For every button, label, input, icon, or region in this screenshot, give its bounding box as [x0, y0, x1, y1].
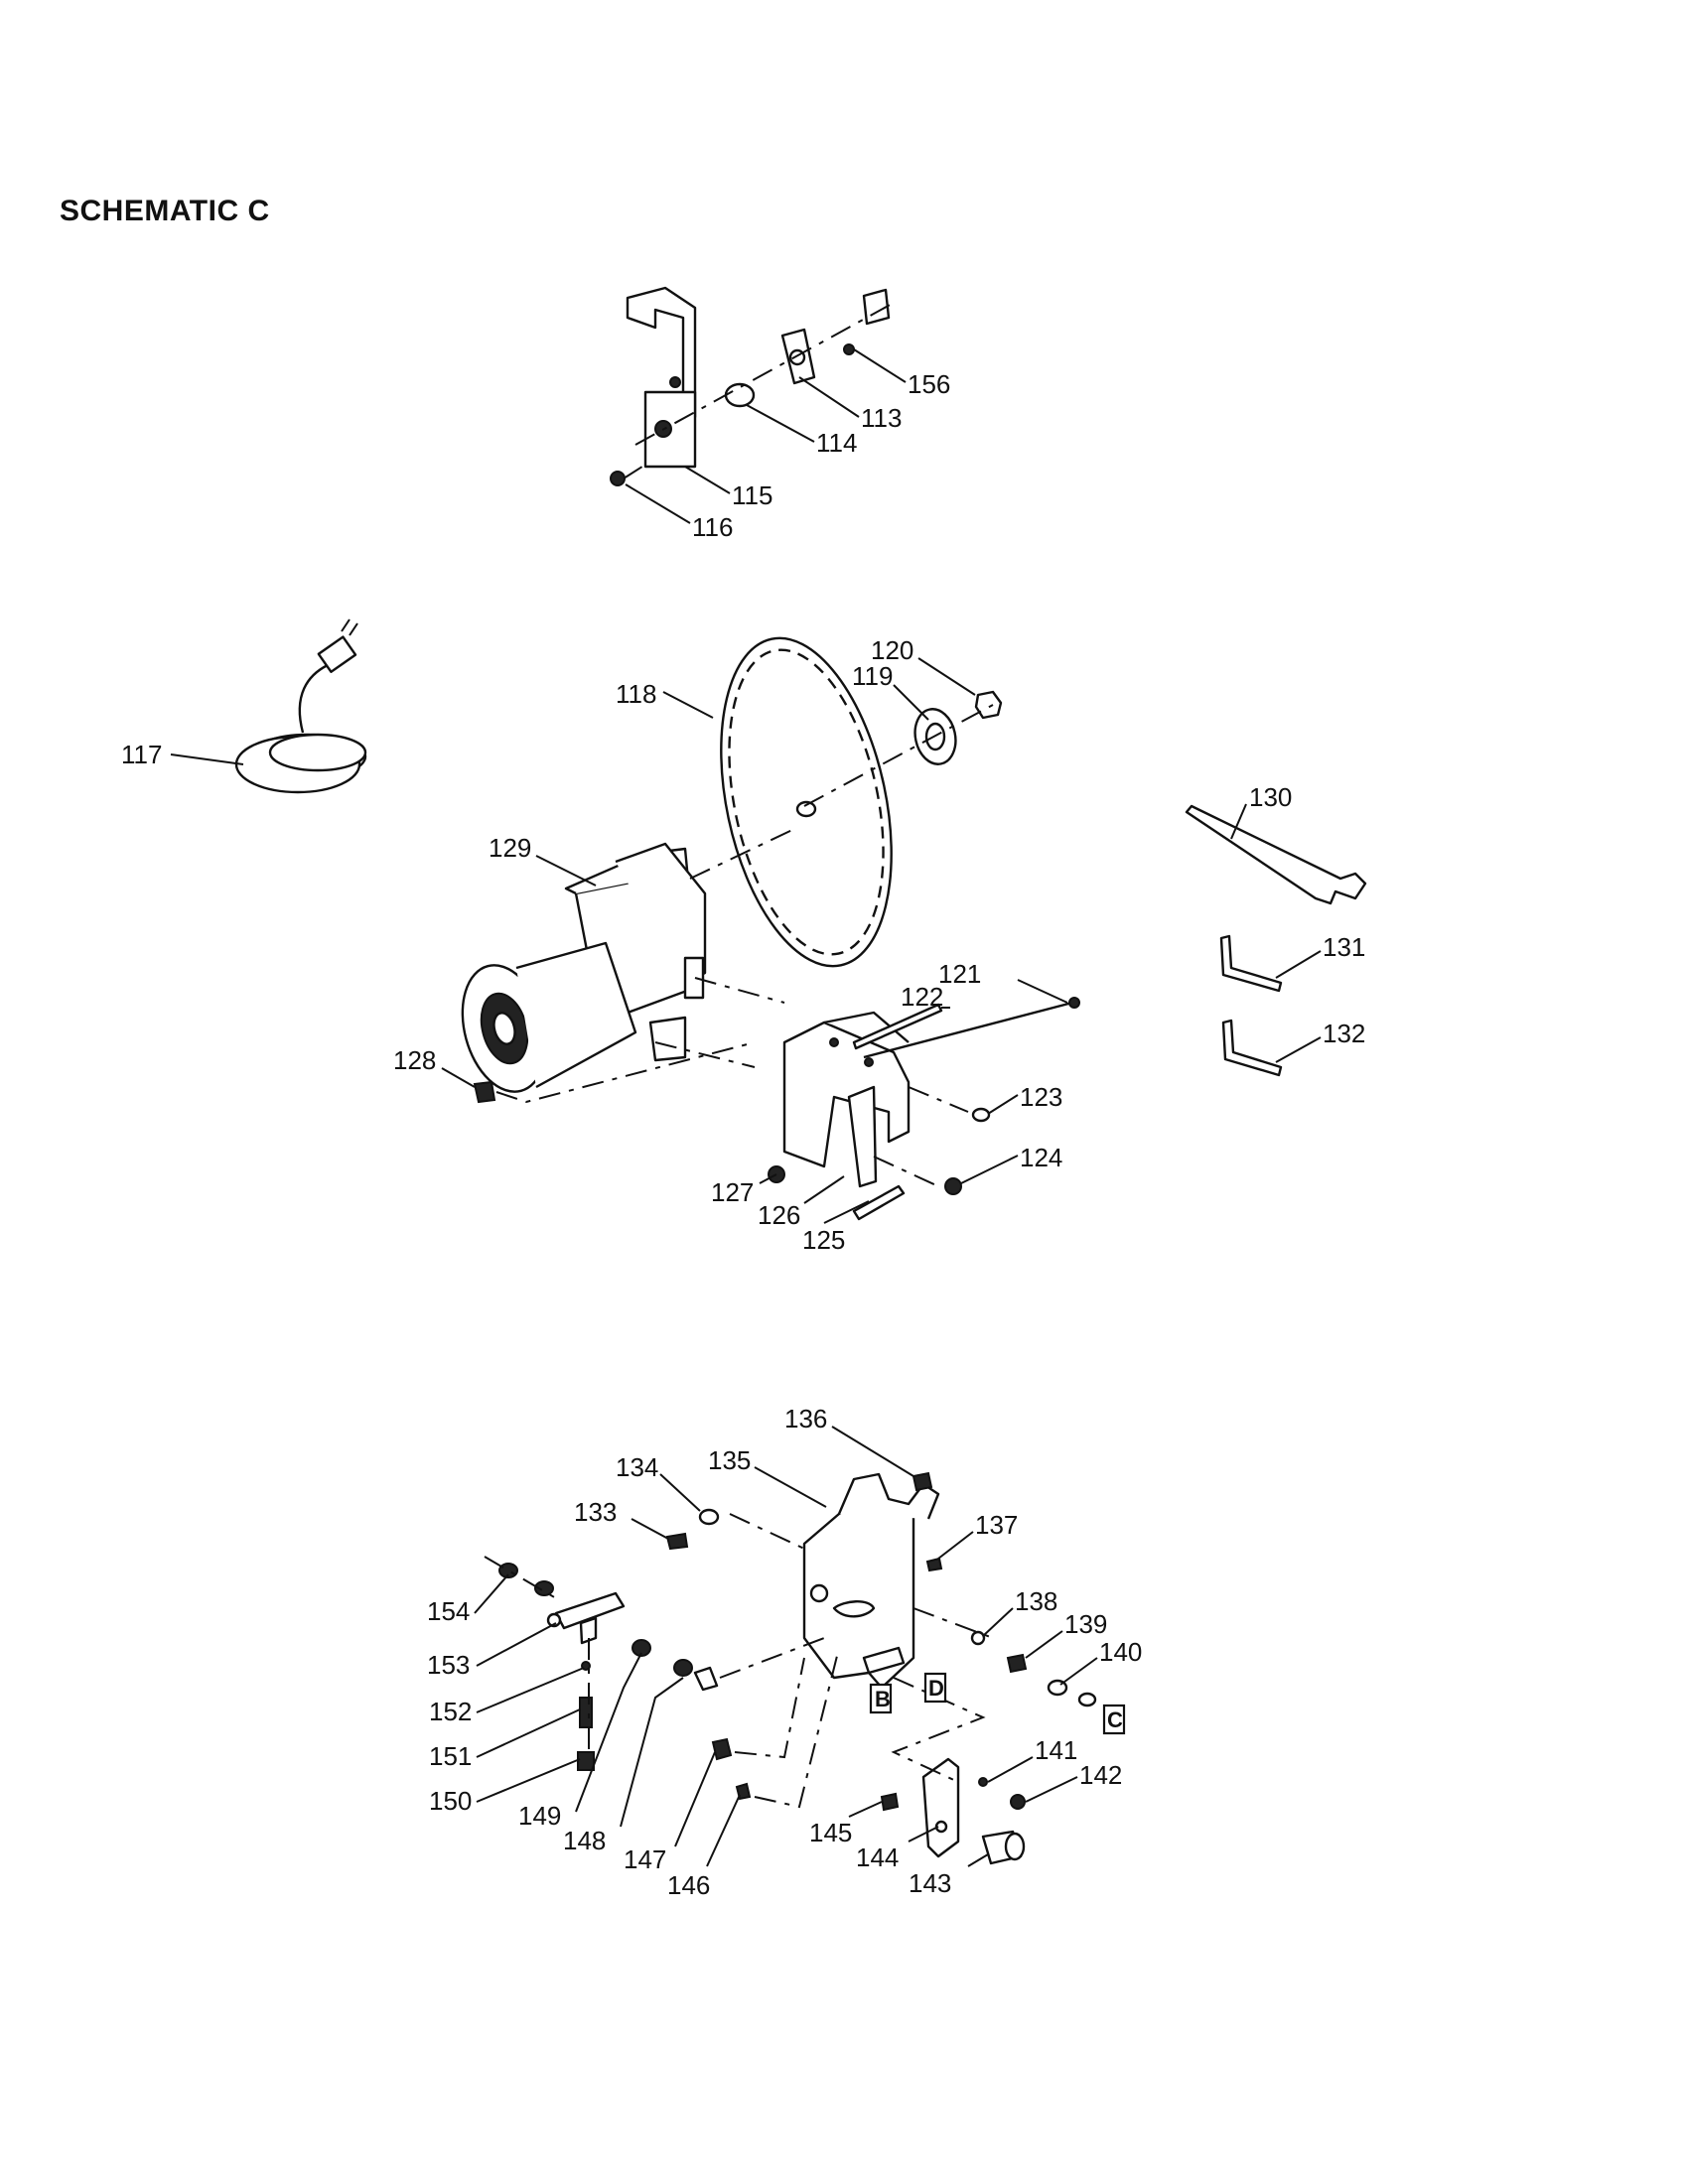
part-label-147: 147: [624, 1844, 666, 1874]
clip-d: [862, 288, 891, 326]
part-label-130: 130: [1249, 782, 1292, 812]
part-label-143: 143: [909, 1868, 951, 1898]
ref-box-c-letter: C: [1107, 1707, 1123, 1732]
ref-box-d-letter: D: [928, 1676, 944, 1701]
part-label-121: 121: [938, 959, 981, 989]
nut-116: [610, 471, 626, 486]
plate-144: [921, 1757, 960, 1858]
part-label-126: 126: [758, 1200, 800, 1230]
part-label-117: 117: [121, 740, 162, 769]
part-label-148: 148: [563, 1826, 606, 1855]
part-label-115: 115: [732, 480, 772, 510]
ref-box-d: D: [923, 1672, 947, 1704]
top-bracket-assembly: [610, 286, 895, 486]
pin-125: [852, 1184, 906, 1221]
nut-142: [1010, 1794, 1026, 1810]
nut-139: [1006, 1653, 1028, 1674]
part-label-145: 145: [809, 1818, 852, 1847]
part-label-142: 142: [1079, 1760, 1122, 1790]
plug: [317, 635, 357, 673]
part-label-138: 138: [1015, 1586, 1057, 1616]
part-label-116: 116: [692, 512, 733, 542]
trunnion-bracket-135: [802, 1472, 940, 1690]
part-label-151: 151: [429, 1741, 472, 1771]
screw-123: [971, 1107, 991, 1123]
part-label-119: 119: [852, 661, 893, 691]
part-label-113: 113: [861, 403, 902, 433]
part-label-149: 149: [518, 1801, 561, 1831]
part-label-137: 137: [975, 1510, 1018, 1540]
bracket-115: [626, 286, 697, 429]
nut-136: [912, 1471, 933, 1492]
hex-key-131: [1219, 934, 1283, 993]
saw-blade-118: [720, 636, 893, 968]
schematic-title: SCHEMATIC C: [60, 195, 270, 227]
part-label-123: 123: [1020, 1082, 1062, 1112]
part-label-150: 150: [429, 1786, 472, 1816]
washer-134: [698, 1508, 720, 1526]
bushing-148: [693, 1666, 719, 1692]
part-label-127: 127: [711, 1177, 754, 1207]
spring-151: [579, 1697, 593, 1728]
motor-129: [461, 842, 707, 1093]
nut-148: [673, 1659, 693, 1677]
part-label-114: 114: [816, 428, 857, 458]
t-bolt-153: [554, 1591, 626, 1630]
part-label-129: 129: [489, 833, 531, 863]
part-label-125: 125: [802, 1225, 845, 1255]
bushing-114: [724, 382, 756, 408]
pin-141: [978, 1777, 988, 1787]
screw-137: [925, 1557, 943, 1572]
leader-lines: [170, 348, 1322, 1867]
bracket-hole-upper: [669, 376, 681, 388]
cap-150: [577, 1751, 595, 1771]
part-label-146: 146: [667, 1870, 710, 1900]
nut-149: [632, 1639, 651, 1657]
bolt-128: [473, 1080, 496, 1104]
part-label-134: 134: [616, 1452, 658, 1482]
part-labels: 156 113 114 115 116 117 118 119 120 121 …: [121, 369, 1365, 1900]
part-label-136: 136: [784, 1404, 827, 1433]
part-label-152: 152: [429, 1697, 472, 1726]
nut-120: [974, 690, 1003, 720]
part-label-140: 140: [1099, 1637, 1142, 1667]
screw-147: [711, 1737, 733, 1761]
ref-box-b-letter: B: [875, 1687, 891, 1711]
part-label-124: 124: [1020, 1143, 1062, 1172]
part-label-144: 144: [856, 1843, 899, 1872]
screw-156: [843, 343, 855, 355]
part-label-141: 141: [1035, 1735, 1077, 1765]
part-label-135: 135: [708, 1445, 751, 1475]
part-label-133: 133: [574, 1497, 617, 1527]
part-label-128: 128: [393, 1045, 436, 1075]
washer-138: [970, 1630, 986, 1646]
part-label-132: 132: [1323, 1019, 1365, 1048]
wrench-130: [1185, 804, 1367, 905]
ref-box-b: B: [869, 1683, 893, 1714]
part-label-139: 139: [1064, 1609, 1107, 1639]
part-label-118: 118: [616, 679, 656, 709]
nut-124: [944, 1177, 962, 1195]
part-label-122: 122: [901, 982, 943, 1012]
motor-bracket-126: [782, 1011, 911, 1188]
washer-154-b: [534, 1580, 554, 1596]
part-label-120: 120: [871, 635, 913, 665]
part-label-154: 154: [427, 1596, 470, 1626]
part-label-153: 153: [427, 1650, 470, 1680]
power-cord-117: [234, 618, 367, 794]
nut-145: [880, 1792, 900, 1812]
part-label-131: 131: [1323, 932, 1365, 962]
shaft-122: [852, 1003, 943, 1050]
hex-key-132: [1221, 1019, 1283, 1077]
screw-133: [665, 1532, 689, 1551]
washer-140-b: [1077, 1692, 1097, 1707]
part-label-156: 156: [908, 369, 950, 399]
ref-box-c: C: [1102, 1704, 1126, 1735]
rod-121: [863, 1001, 1073, 1059]
